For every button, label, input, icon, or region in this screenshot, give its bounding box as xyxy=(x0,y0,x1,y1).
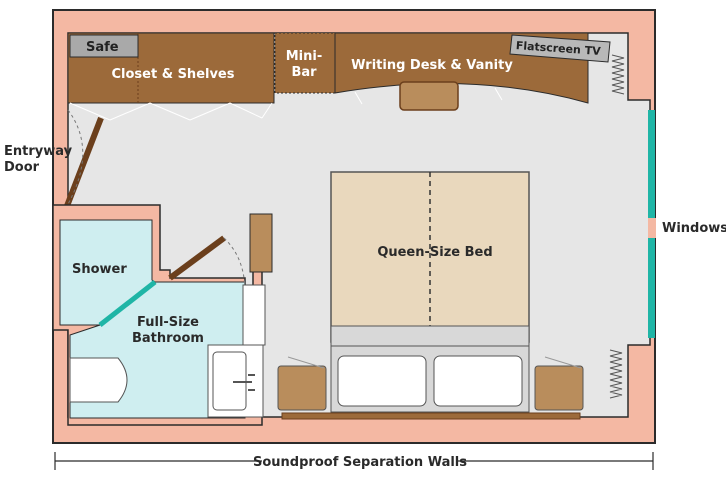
label-entryway-2: Door xyxy=(4,160,40,175)
nightstand-left xyxy=(277,365,327,411)
label-bed: Queen-Size Bed xyxy=(377,245,492,260)
label-shower: Shower xyxy=(72,262,127,277)
label-minibar-1: Mini- xyxy=(286,49,323,64)
pillow-right xyxy=(433,355,523,407)
mini-bar xyxy=(274,32,336,94)
window-lower xyxy=(648,238,655,338)
bed-headboard xyxy=(330,325,530,347)
window-upper xyxy=(648,110,655,218)
pillow-left xyxy=(337,355,427,407)
bathroom-wall-cabinet xyxy=(249,213,273,273)
label-tv: Flatscreen TV xyxy=(515,39,601,58)
desk-chair xyxy=(399,81,459,111)
closet-and-shelves xyxy=(67,32,275,104)
flatscreen-tv xyxy=(509,34,611,63)
label-minibar-2: Bar xyxy=(291,65,317,80)
desk-drawer-marks xyxy=(354,87,503,105)
closet-door-swings xyxy=(69,102,273,121)
label-safe: Safe xyxy=(86,40,119,55)
label-closet: Closet & Shelves xyxy=(111,67,234,82)
bathroom-vanity-counter xyxy=(242,284,266,346)
nightstand-right xyxy=(534,365,584,411)
window-divider xyxy=(648,218,656,238)
entryway-door-leaf xyxy=(64,116,104,208)
faucet-icon xyxy=(233,374,255,391)
shower-glass xyxy=(98,280,157,327)
bathroom-door-leaf xyxy=(168,235,226,281)
headboard-wall-panel xyxy=(281,412,581,420)
safe xyxy=(69,34,139,58)
label-walls: Soundproof Separation Walls xyxy=(253,455,467,470)
label-windows: Windows xyxy=(662,221,726,236)
label-entryway-1: Entryway xyxy=(4,144,73,159)
label-desk: Writing Desk & Vanity xyxy=(351,58,513,73)
heater-lower xyxy=(609,349,623,399)
label-bathroom-2: Bathroom xyxy=(132,331,204,346)
heater-upper xyxy=(611,54,625,95)
toilet xyxy=(69,357,128,403)
nightstand-lamp-marks xyxy=(287,356,582,369)
label-bathroom-1: Full-Size xyxy=(137,315,199,330)
dimension-label-bg xyxy=(262,452,458,470)
